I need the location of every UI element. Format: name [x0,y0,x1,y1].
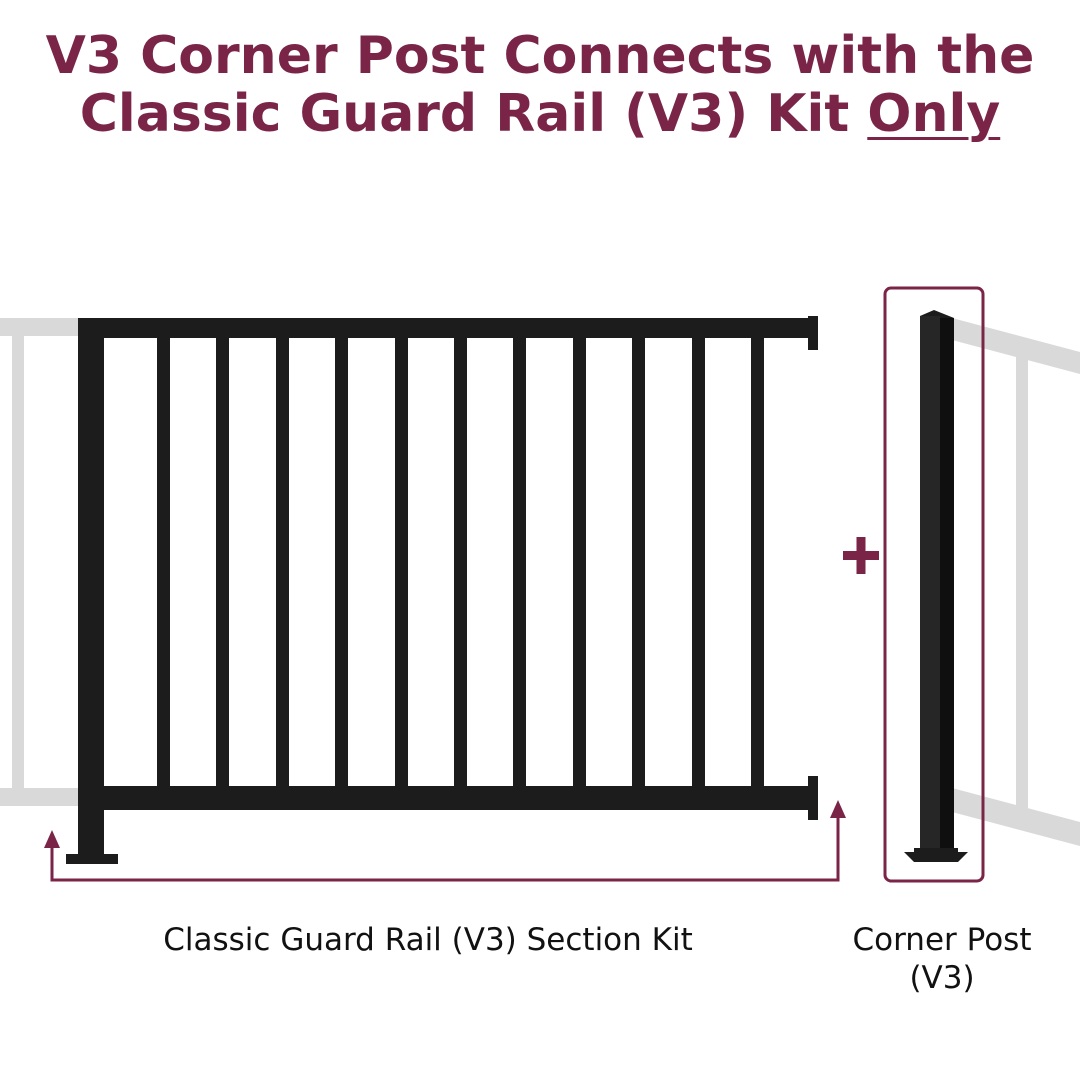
baluster [692,336,705,788]
baluster [276,336,289,788]
baluster [335,336,348,788]
corner-post-highlight-box [883,286,985,883]
caption-section-kit: Classic Guard Rail (V3) Section Kit [163,922,693,958]
headline-line-2-text: Classic Guard Rail (V3) Kit [79,84,868,144]
baluster [395,336,408,788]
section-kit-railing [66,316,818,864]
baluster [454,336,467,788]
kit-span-bracket [50,810,840,882]
baluster [751,336,764,788]
headline-line-1: V3 Corner Post Connects with the [45,26,1035,86]
baluster [632,336,645,788]
kit-end-post [78,318,104,856]
baluster [573,336,586,788]
kit-balusters [157,336,764,788]
headline-line-2: Classic Guard Rail (V3) Kit Only [0,84,1080,144]
baluster [216,336,229,788]
ghost-railing-left [0,318,80,806]
kit-top-rail [104,318,816,338]
baluster [157,336,170,788]
kit-top-bracket [808,316,818,350]
plus-icon [843,537,879,574]
headline-emphasis-only: Only [867,84,1001,144]
baluster [513,336,526,788]
arrow-up-icon [44,830,60,848]
arrow-up-icon [830,800,846,818]
corner-post [904,310,968,862]
kit-bottom-bracket [808,776,818,820]
kit-base-plate [66,854,118,864]
caption-corner-post-line-1: Corner Post [852,922,1032,958]
caption-corner-post-line-2: (V3) [909,960,975,996]
ghost-railing-right [952,318,1080,846]
kit-bottom-rail [104,786,816,810]
caption-corner-post: Corner Post (V3) [842,921,1042,997]
